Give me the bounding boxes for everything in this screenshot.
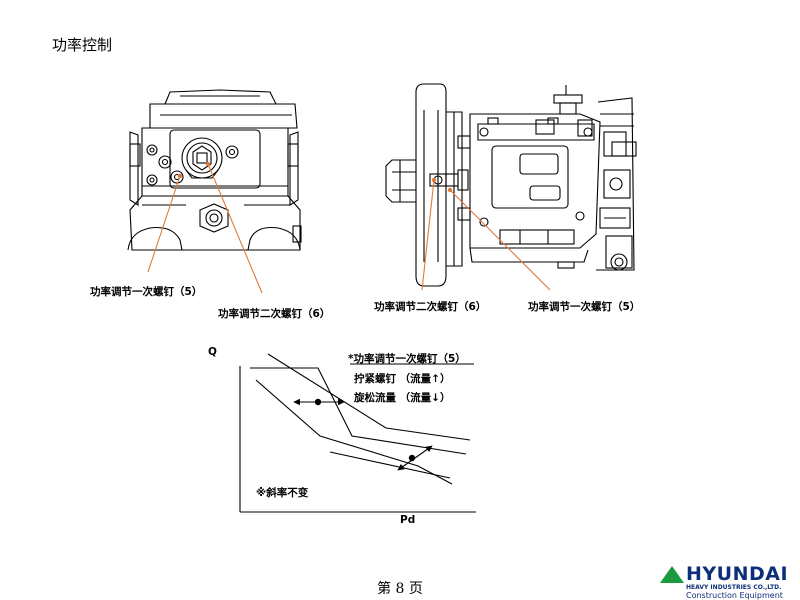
page-number: 第 8 页 — [377, 581, 423, 597]
graph-note-title: *功率调节一次螺钉（5） — [348, 353, 466, 365]
hyundai-logo-triangle — [660, 566, 684, 583]
hyundai-logo-wordmark: HYUNDAI — [686, 563, 789, 585]
graph-y-label: Q — [208, 346, 217, 358]
hyundai-logo-division: Construction Equipment — [686, 591, 783, 600]
callout-left-second-screw: 功率调节二次螺钉（6） — [218, 308, 331, 320]
graph-note-slope: ※斜率不变 — [256, 487, 309, 499]
pq-curve-low — [329, 451, 451, 479]
callout-right-first-screw: 功率调节一次螺钉（5） — [528, 301, 641, 313]
leader-dots — [177, 161, 453, 193]
right-pump-drawing — [385, 83, 637, 287]
graph-note-tighten: 拧紧螺钉 （流量↑） — [354, 373, 451, 385]
leader-lines — [147, 163, 551, 294]
callout-right-second-screw: 功率调节二次螺钉（6） — [374, 301, 487, 313]
pq-graph — [239, 353, 476, 513]
callout-left-first-screw: 功率调节一次螺钉（5） — [90, 286, 203, 298]
hyundai-logo-subtitle: HEAVY INDUSTRIES CO.,LTD. — [686, 584, 782, 591]
graph-x-label: Pd — [400, 514, 416, 526]
graph-note-loosen: 旋松流量 （流量↓） — [354, 392, 451, 404]
left-pump-drawing — [127, 89, 302, 251]
pq-curve-right — [267, 353, 471, 441]
slide-title: 功率控制 — [52, 36, 113, 54]
graph-dots — [314, 398, 416, 462]
